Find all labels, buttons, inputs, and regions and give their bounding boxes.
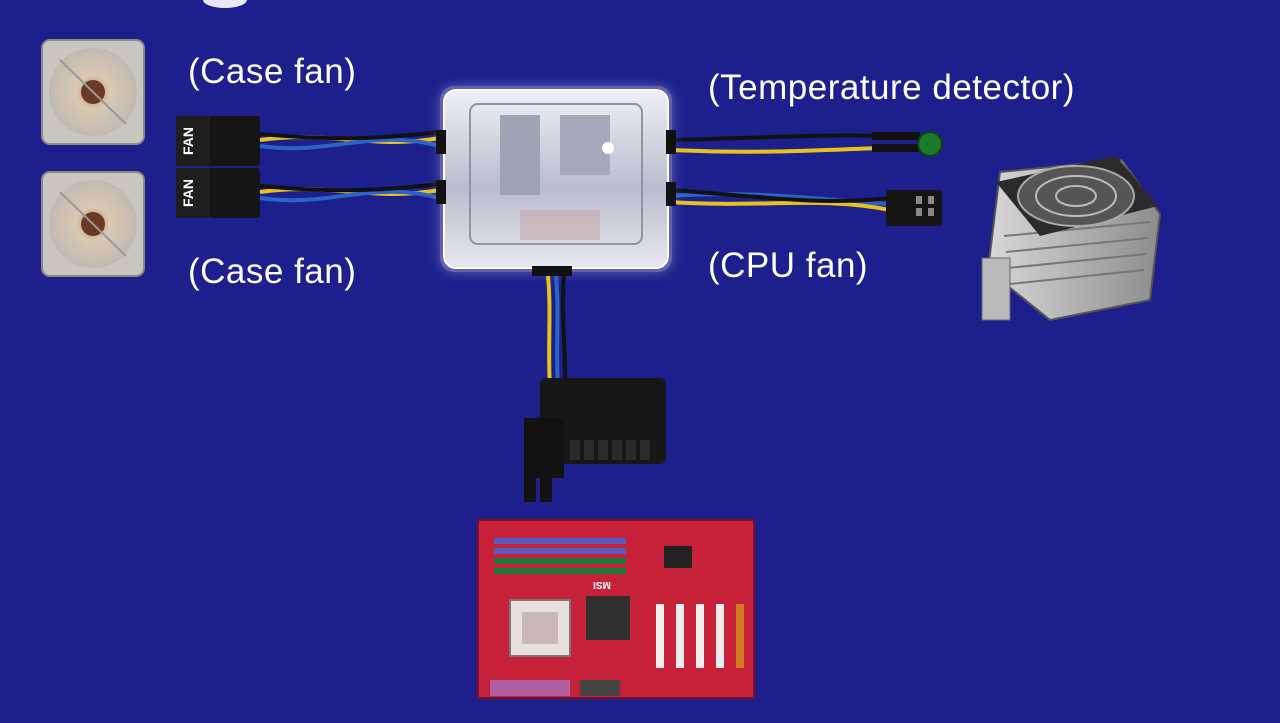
- case-fan-top-label: (Case fan): [188, 52, 357, 91]
- motherboard-brand: MSI: [593, 579, 611, 590]
- fan-connector-bottom: FAN: [176, 168, 260, 218]
- cpu-cooler-image: [981, 156, 1162, 322]
- cpu-fan-label: (CPU fan): [708, 246, 869, 285]
- temperature-detector-label: (Temperature detector): [708, 68, 1075, 107]
- motherboard-image: MSI: [477, 519, 755, 699]
- case-fan-top-image: [41, 39, 145, 145]
- memory-slots: [494, 538, 626, 574]
- wires-right: [669, 133, 891, 212]
- cpu-fan-connector: [886, 190, 942, 226]
- wires-left: [259, 130, 441, 203]
- chipset-heatsink: [586, 596, 630, 640]
- fan-tag-bottom: FAN: [180, 179, 196, 207]
- case-fan-bottom-image: [41, 171, 145, 277]
- fan-connector-top: FAN: [176, 116, 260, 166]
- case-fan-bottom-label: (Case fan): [188, 252, 357, 291]
- controller-hub: [436, 86, 676, 276]
- fan-tag-top: FAN: [180, 127, 196, 155]
- top-glow-shape: [203, 0, 247, 8]
- atx-power-connector: [524, 378, 666, 502]
- temperature-detector-probe: [872, 131, 943, 157]
